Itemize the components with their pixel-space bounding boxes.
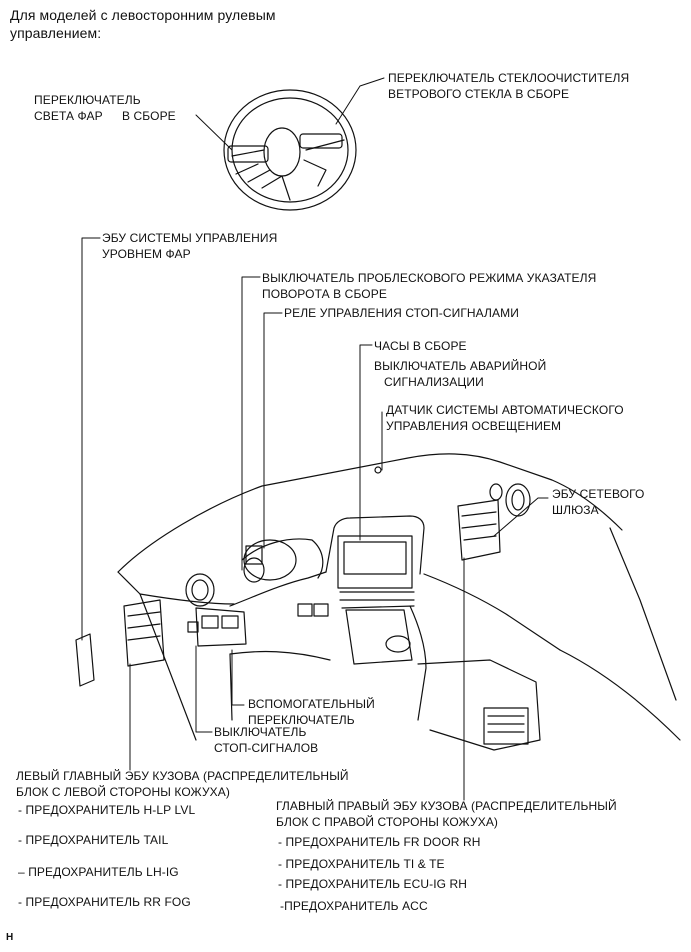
label-flasher-switch-2: ПОВОРОТА В СБОРЕ: [262, 287, 387, 301]
left-fuse-item: - ПРЕДОХРАНИТЕЛЬ H-LP LVL: [18, 803, 196, 817]
label-headlight-switch-1: ПЕРЕКЛЮЧАТЕЛЬ: [34, 93, 141, 107]
label-gateway-ecu-2: ШЛЮЗА: [552, 503, 599, 517]
label-hazard-1: ВЫКЛЮЧАТЕЛЬ АВАРИЙНОЙ: [374, 359, 547, 373]
label-right-body-ecu-1: ГЛАВНЫЙ ПРАВЫЙ ЭБУ КУЗОВА (РАСПРЕДЕЛИТЕЛ…: [276, 799, 617, 813]
left-fuse-item: – ПРЕДОХРАНИТЕЛЬ LH-IG: [18, 865, 179, 879]
label-left-body-ecu-2: БЛОК С ЛЕВОЙ СТОРОНЫ КОЖУХА): [16, 785, 230, 799]
label-right-body-ecu-2: БЛОК С ПРАВОЙ СТОРОНЫ КОЖУХА): [276, 815, 499, 829]
figure-code: H: [6, 932, 14, 943]
label-aux-switch-1: ВСПОМОГАТЕЛЬНЫЙ: [248, 697, 375, 711]
label-aux-switch-2: ПЕРЕКЛЮЧАТЕЛЬ: [248, 713, 355, 727]
steering-wheel-illustration: [223, 89, 357, 211]
label-stop-switch-2: СТОП-СИГНАЛОВ: [214, 741, 319, 755]
label-hazard-2: СИГНАЛИЗАЦИИ: [384, 375, 484, 389]
page-title-line-1: Для моделей с левосторонним рулевым: [10, 7, 276, 23]
page-title-line-2: управлением:: [10, 25, 102, 41]
instrument-panel-illustration: [75, 453, 681, 751]
label-stop-relay: РЕЛЕ УПРАВЛЕНИЯ СТОП-СИГНАЛАМИ: [284, 306, 519, 320]
label-flasher-switch-1: ВЫКЛЮЧАТЕЛЬ ПРОБЛЕСКОВОГО РЕЖИМА УКАЗАТЕ…: [262, 271, 597, 285]
label-leveling-ecu-2: УРОВНЕМ ФАР: [102, 247, 191, 261]
left-fuse-item: - ПРЕДОХРАНИТЕЛЬ RR FOG: [18, 895, 191, 909]
right-fuse-item: -ПРЕДОХРАНИТЕЛЬ ACC: [280, 899, 428, 913]
left-fuse-item: - ПРЕДОХРАНИТЕЛЬ TAIL: [18, 833, 169, 847]
label-light-sensor-2: УПРАВЛЕНИЯ ОСВЕЩЕНИЕМ: [386, 419, 562, 433]
leader-lines: [81, 77, 549, 801]
label-gateway-ecu-1: ЭБУ СЕТЕВОГО: [552, 487, 645, 501]
label-light-sensor-1: ДАТЧИК СИСТЕМЫ АВТОМАТИЧЕСКОГО: [386, 403, 624, 417]
label-headlight-switch-2: СВЕТА ФАР: [34, 109, 103, 123]
label-headlight-switch-3: В СБОРЕ: [122, 109, 176, 123]
right-fuse-item: - ПРЕДОХРАНИТЕЛЬ ECU-IG RH: [278, 877, 468, 891]
label-wiper-switch-2: ВЕТРОВОГО СТЕКЛА В СБОРЕ: [388, 87, 570, 101]
label-stop-switch-1: ВЫКЛЮЧАТЕЛЬ: [214, 725, 307, 739]
label-leveling-ecu-1: ЭБУ СИСТЕМЫ УПРАВЛЕНИЯ: [102, 231, 278, 245]
label-left-body-ecu-1: ЛЕВЫЙ ГЛАВНЫЙ ЭБУ КУЗОВА (РАСПРЕДЕЛИТЕЛЬ…: [16, 769, 349, 783]
label-clock: ЧАСЫ В СБОРЕ: [374, 339, 467, 353]
label-wiper-switch-1: ПЕРЕКЛЮЧАТЕЛЬ СТЕКЛООЧИСТИТЕЛЯ: [388, 71, 630, 85]
right-fuse-item: - ПРЕДОХРАНИТЕЛЬ TI & TE: [278, 857, 445, 871]
right-fuse-item: - ПРЕДОХРАНИТЕЛЬ FR DOOR RH: [278, 835, 481, 849]
